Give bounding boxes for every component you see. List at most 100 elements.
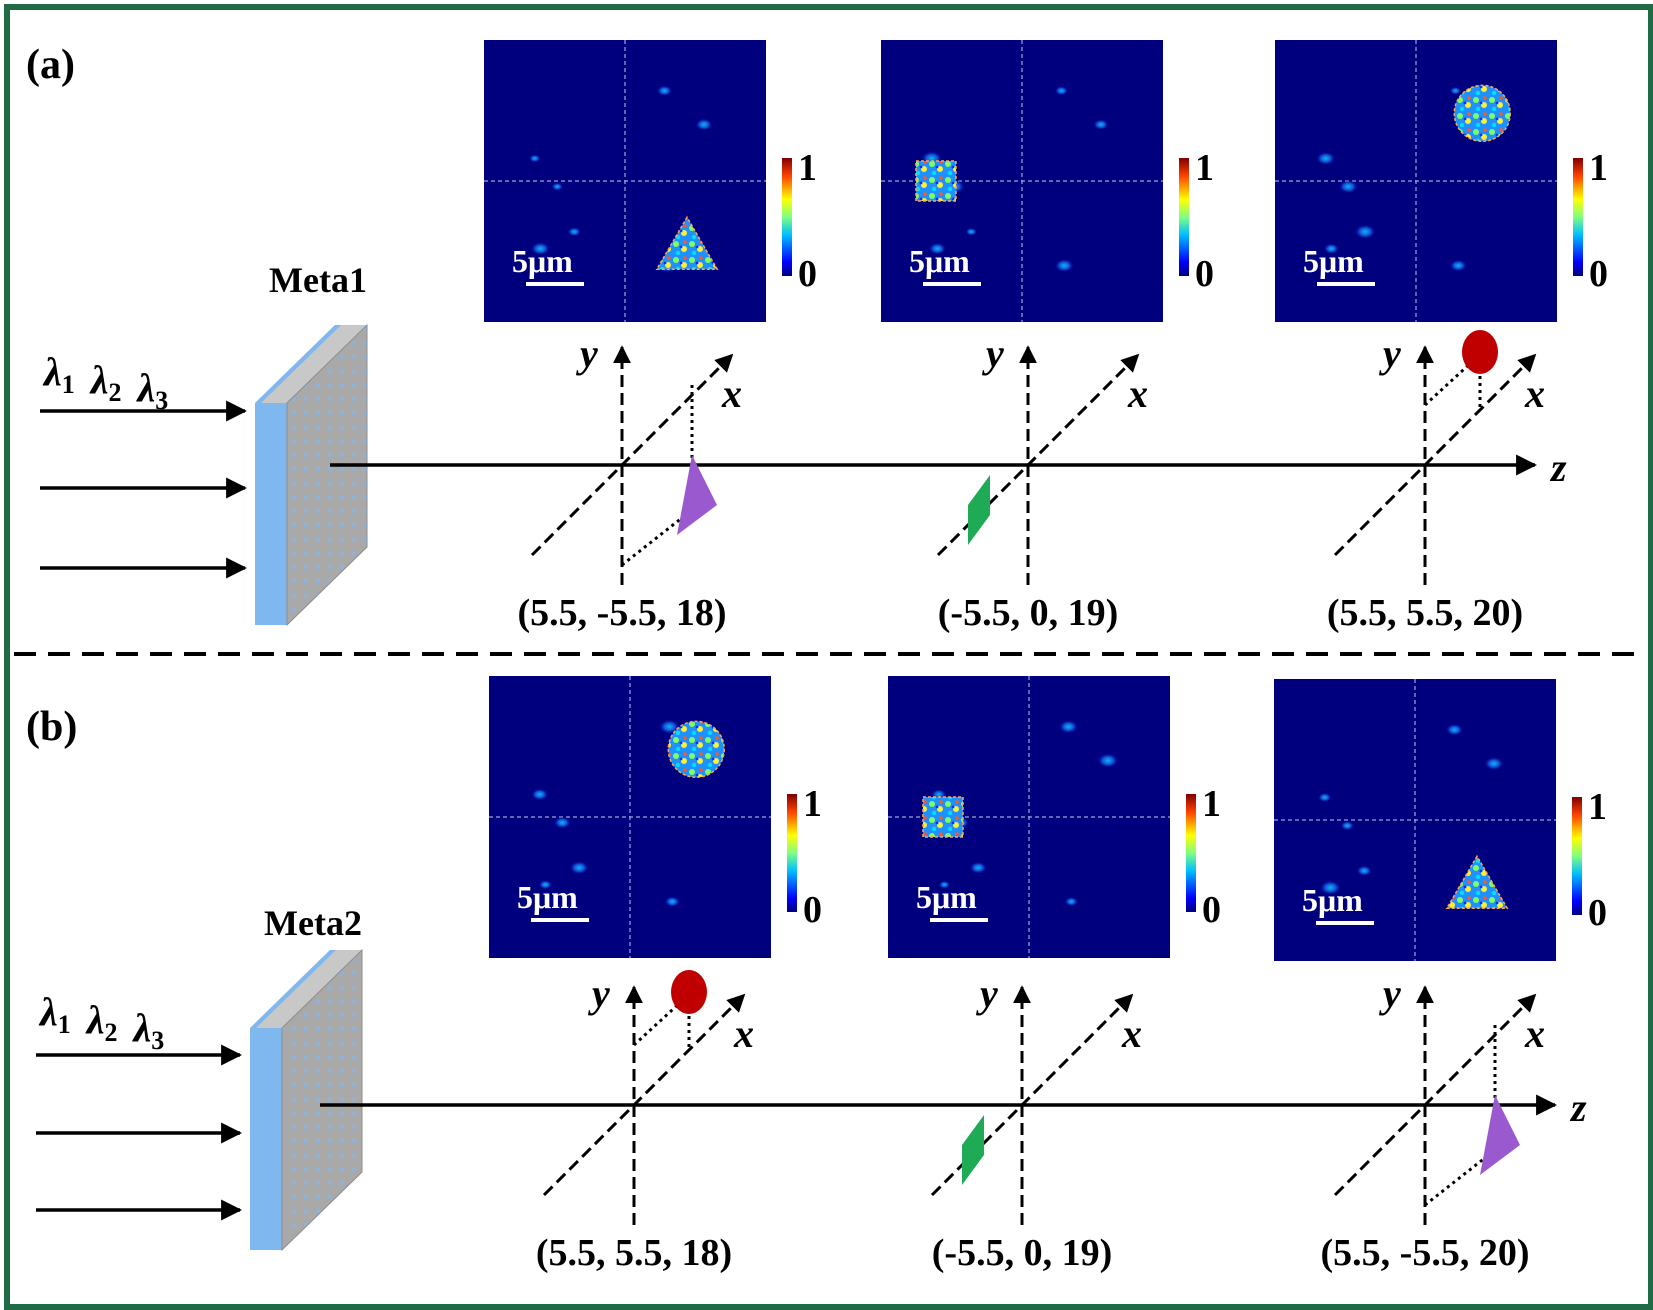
x-axis-label: x — [721, 371, 742, 416]
noise-spot — [551, 182, 564, 191]
metasurface-top-edge — [255, 325, 341, 403]
projection-line — [621, 508, 693, 567]
colorbar — [1572, 797, 1582, 915]
target-triangle — [1445, 854, 1509, 910]
focal-plane: xy(5.5, 5.5, 18) — [536, 970, 754, 1274]
noise-spot — [664, 896, 681, 908]
x-axis-label: x — [1127, 371, 1148, 416]
intensity-map: 5μm 1 0 — [1275, 40, 1608, 322]
figure-frame — [4, 4, 1653, 1310]
circle-target — [1462, 330, 1498, 374]
scale-bar-label: 5μm — [1303, 243, 1364, 279]
panel-label: (a) — [26, 42, 75, 88]
plane-coordinate-label: (5.5, -5.5, 18) — [518, 592, 727, 634]
metasurface-label: Meta1 — [269, 260, 367, 300]
noise-spot — [1449, 86, 1462, 95]
target-square — [922, 796, 964, 838]
y-axis-label: y — [588, 971, 610, 1016]
z-axis-label: z — [1569, 1085, 1587, 1130]
y-axis-label: y — [1379, 971, 1401, 1016]
colorbar — [782, 158, 792, 276]
y-axis-label: y — [982, 331, 1004, 376]
colorbar-max-label: 1 — [1588, 786, 1607, 828]
noise-spot — [553, 816, 572, 829]
metasurface-top-edge — [250, 950, 336, 1028]
colorbar-min-label: 0 — [1589, 253, 1608, 295]
noise-spot — [1092, 119, 1109, 131]
noise-spot — [1323, 243, 1340, 255]
noise-spot — [530, 241, 551, 256]
square-target — [962, 1115, 984, 1185]
metasurface-front-face — [255, 403, 287, 625]
metasurface — [255, 323, 368, 627]
x-axis — [1333, 353, 1537, 557]
noise-spot — [1054, 258, 1075, 273]
z-axis-label: z — [1549, 445, 1567, 490]
target-triangle — [655, 215, 719, 271]
noise-spot — [1338, 179, 1359, 194]
noise-spot — [1483, 756, 1504, 771]
colorbar — [1573, 158, 1583, 276]
noise-spot — [1054, 85, 1069, 96]
target-circle — [1453, 84, 1512, 143]
colorbar-min-label: 0 — [803, 889, 822, 931]
colorbar-min-label: 0 — [1202, 889, 1221, 931]
noise-spot — [1317, 792, 1332, 803]
x-axis-label: x — [1121, 1011, 1142, 1056]
colorbar-min-label: 0 — [798, 253, 817, 295]
y-axis-label: y — [976, 971, 998, 1016]
y-axis-label: y — [576, 331, 598, 376]
noise-spot — [1096, 752, 1119, 769]
triangle-target — [677, 455, 717, 535]
noise-spot — [1354, 224, 1377, 240]
target-circle — [667, 720, 726, 779]
metasurface — [250, 948, 363, 1252]
colorbar-max-label: 1 — [798, 147, 817, 189]
x-axis-label: x — [1524, 1011, 1545, 1056]
noise-spot — [1315, 151, 1336, 166]
noise-spot — [1319, 879, 1342, 896]
noise-spot — [569, 860, 590, 875]
scale-bar-label: 5μm — [1302, 882, 1363, 918]
circle-target — [671, 970, 707, 1014]
scale-bar-label: 5μm — [517, 879, 578, 915]
metasurface-label: Meta2 — [264, 903, 362, 943]
colorbar-max-label: 1 — [1195, 147, 1214, 189]
focal-plane: xy(5.5, 5.5, 20) — [1327, 330, 1545, 634]
metasurface-pillar-face — [281, 948, 363, 1252]
projection-line — [1424, 1148, 1496, 1207]
triangle-target — [1480, 1095, 1520, 1175]
focal-plane: x y (-5.5, 0, 19) — [930, 971, 1142, 1274]
noise-spot — [538, 879, 553, 890]
colorbar — [1186, 794, 1196, 912]
noise-spot — [528, 154, 541, 163]
noise-spot — [1356, 865, 1373, 877]
target-square — [915, 160, 957, 202]
focal-plane: x y (5.5, -5.5, 18) — [518, 331, 742, 634]
metasurface-top-face — [255, 325, 367, 403]
colorbar-min-label: 0 — [1195, 253, 1214, 295]
plane-coordinate-label: (-5.5, 0, 19) — [932, 1232, 1112, 1274]
noise-spot — [530, 788, 549, 801]
focal-plane: xy(5.5, -5.5, 20) — [1321, 971, 1545, 1274]
colorbar-max-label: 1 — [1589, 147, 1608, 189]
metasurface-front-face — [250, 1028, 282, 1250]
colorbar-max-label: 1 — [1202, 783, 1221, 825]
y-axis-label: y — [1379, 331, 1401, 376]
focal-plane: x y (-5.5, 0, 19) — [936, 331, 1148, 634]
noise-spot — [928, 242, 947, 255]
x-axis — [542, 993, 746, 1197]
panel-label: (b) — [26, 704, 77, 750]
noise-spot — [1058, 719, 1079, 734]
x-axis-label: x — [1524, 371, 1545, 416]
plane-coordinate-label: (-5.5, 0, 19) — [938, 592, 1118, 634]
noise-spot — [567, 226, 582, 237]
noise-spot — [965, 227, 978, 236]
colorbar — [1179, 158, 1189, 276]
